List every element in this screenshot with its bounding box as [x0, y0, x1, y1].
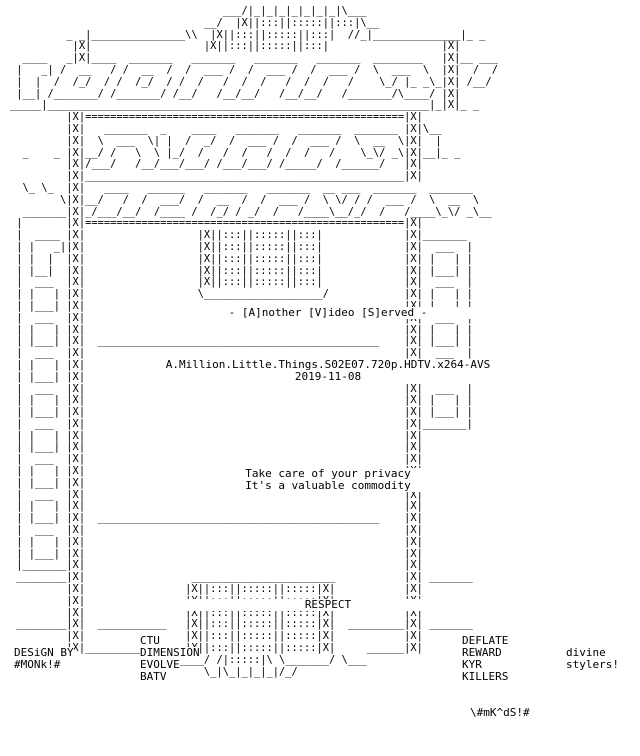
design-by-label: DESiGN BY: [14, 646, 74, 659]
styler-label: divine: [566, 646, 606, 659]
respect-left-group: EVOLVE: [140, 658, 180, 671]
respect-left-group: BATV: [140, 670, 167, 683]
release-date: 2019-11-08: [128, 371, 528, 383]
respect-right-group: DEFLATE: [462, 634, 509, 647]
nfo-ascii-art: ___/|_|_|_|_|_|_|_|\___ __/ |X||:::||:::…: [10, 5, 498, 678]
design-author: #MONk!#: [14, 658, 61, 671]
artist-signature: \#mK^dS!#: [470, 706, 530, 719]
respect-left-group: CTU: [140, 634, 160, 647]
styler-label-2: stylers!: [566, 658, 619, 671]
privacy-message-line-2: It's a valuable commodity: [128, 480, 528, 492]
respect-right-group: KYR: [462, 658, 482, 671]
respect-right-group: KILLERS: [462, 670, 509, 683]
release-name: A.Million.Little.Things.S02E07.720p.HDTV…: [128, 359, 528, 371]
respect-left-group: DIMENSION: [140, 646, 200, 659]
respect-title: RESPECT: [128, 599, 528, 611]
respect-right-group: REWARD: [462, 646, 502, 659]
release-group-tagline: - [A]nother [V]ideo [S]erved -: [128, 307, 528, 319]
privacy-message-line-1: Take care of your privacy: [128, 468, 528, 480]
